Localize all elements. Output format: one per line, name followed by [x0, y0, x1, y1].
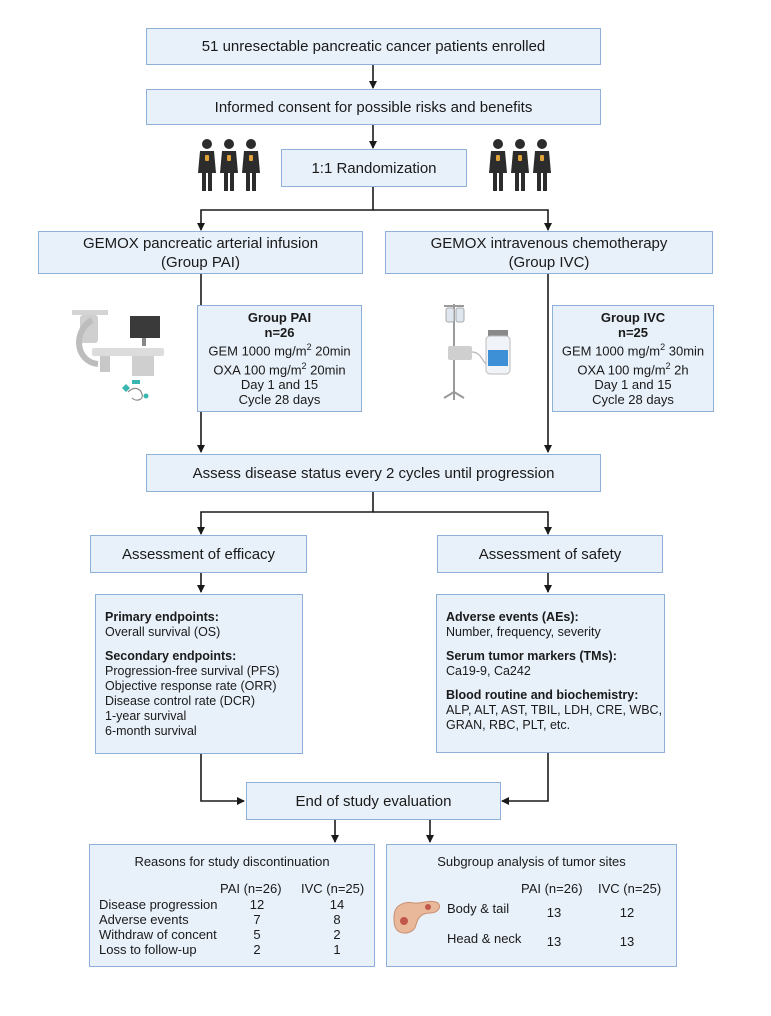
safety-detail-box: Adverse events (AEs): Number, frequency,…	[436, 594, 665, 753]
consent-text: Informed consent for possible risks and …	[214, 98, 533, 116]
primary-endpoints-heading: Primary endpoints:	[105, 610, 219, 624]
patients-icon	[198, 139, 260, 191]
assess-box: Assess disease status every 2 cycles unt…	[146, 454, 601, 492]
catheter-icon	[122, 380, 149, 401]
subgroup-col-pai: PAI (n=26)	[521, 881, 583, 896]
discontinuation-row-ivc: 1	[333, 942, 341, 957]
pai-regimen-name: Group PAI	[247, 310, 312, 326]
pai-regimen-box: Group PAI n=26 GEM 1000 mg/m2 20min OXA …	[197, 305, 362, 412]
discontinuation-row-label: Withdraw of concent	[99, 927, 217, 942]
arrow-to-pai	[197, 186, 374, 231]
discontinuation-col-ivc: IVC (n=25)	[301, 881, 365, 896]
ivc-group-subtitle: (Group IVC)	[508, 253, 590, 271]
randomization-box: 1:1 Randomization	[281, 149, 467, 187]
pai-gem-dose: GEM 1000 mg/m2 20min	[208, 342, 351, 359]
ivc-regimen-box: Group IVC n=25 GEM 1000 mg/m2 30min OXA …	[552, 305, 714, 412]
subgroup-row-ivc: 13	[619, 934, 635, 949]
discontinuation-row-label: Adverse events	[99, 912, 189, 927]
pai-regimen-n: n=26	[264, 325, 295, 341]
efficacy-title: Assessment of efficacy	[121, 545, 276, 563]
discontinuation-row-pai: 2	[253, 942, 261, 957]
safety-header-box: Assessment of safety	[437, 535, 663, 573]
primary-endpoint-item: Overall survival (OS)	[105, 625, 221, 639]
secondary-endpoint-item: Objective response rate (ORR)	[105, 679, 277, 693]
subgroup-row-label: Head & neck	[447, 931, 522, 946]
randomization-text: 1:1 Randomization	[311, 159, 437, 177]
end-of-study-box: End of study evaluation	[246, 782, 501, 820]
discontinuation-row-ivc: 2	[333, 927, 341, 942]
assess-text: Assess disease status every 2 cycles unt…	[192, 464, 555, 482]
discontinuation-row-ivc: 14	[329, 897, 345, 912]
secondary-endpoint-item: Progression-free survival (PFS)	[105, 664, 280, 678]
discontinuation-row-pai: 12	[249, 897, 265, 912]
secondary-endpoints-heading: Secondary endpoints:	[105, 649, 237, 663]
ivc-regimen-n: n=25	[618, 325, 648, 341]
pai-days: Day 1 and 15	[240, 376, 319, 392]
blood-text-line: GRAN, RBC, PLT, etc.	[446, 718, 571, 732]
angiography-machine-icon	[72, 310, 164, 401]
secondary-endpoint-item: 1-year survival	[105, 709, 187, 723]
patients-icon	[489, 139, 551, 191]
ivc-gem-dose: GEM 1000 mg/m2 30min	[561, 342, 705, 359]
enrolled-box: 51 unresectable pancreatic cancer patien…	[146, 28, 601, 65]
pai-group-title: GEMOX pancreatic arterial infusion	[82, 234, 319, 252]
secondary-endpoint-item: 6-month survival	[105, 724, 197, 738]
ivc-cycle: Cycle 28 days	[592, 391, 674, 407]
arrow-efficacy-end	[200, 753, 245, 805]
discontinuation-col-pai: PAI (n=26)	[220, 881, 282, 896]
tm-heading: Serum tumor markers (TMs):	[446, 649, 617, 663]
drug-vial-icon	[485, 330, 511, 375]
ivc-oxa-dose: OXA 100 mg/m2 2h	[577, 360, 689, 377]
enrolled-text: 51 unresectable pancreatic cancer patien…	[201, 38, 546, 55]
discontinuation-title: Reasons for study discontinuation	[134, 854, 330, 869]
pai-cycle: Cycle 28 days	[238, 391, 321, 407]
ivc-group-box: GEMOX intravenous chemotherapy (Group IV…	[385, 231, 713, 274]
arrow-to-ivc	[373, 209, 552, 231]
subgroup-row-pai: 13	[546, 905, 562, 920]
subgroup-row-pai: 13	[546, 934, 562, 949]
arrow-to-efficacy	[197, 491, 374, 535]
discontinuation-row-label: Disease progression	[99, 897, 218, 912]
discontinuation-row-ivc: 8	[333, 912, 341, 927]
ivc-days: Day 1 and 15	[594, 376, 672, 392]
blood-text-line: ALP, ALT, AST, TBIL, LDH, CRE, WBC,	[446, 703, 663, 717]
pai-group-box: GEMOX pancreatic arterial infusion (Grou…	[38, 231, 363, 274]
discontinuation-row-pai: 5	[253, 927, 261, 942]
discontinuation-row-pai: 7	[253, 912, 261, 927]
discontinuation-box: Reasons for study discontinuation PAI (n…	[89, 844, 375, 967]
subgroup-box: Subgroup analysis of tumor sites PAI (n=…	[386, 844, 677, 967]
safety-title: Assessment of safety	[478, 545, 622, 563]
arrow-to-safety	[373, 511, 552, 535]
pancreas-icon	[393, 900, 441, 934]
efficacy-detail-box: Primary endpoints: Overall survival (OS)…	[95, 594, 303, 754]
iv-drip-stand-icon	[443, 304, 511, 400]
pai-oxa-dose: OXA 100 mg/m2 20min	[213, 360, 346, 377]
ivc-regimen-name: Group IVC	[600, 310, 666, 326]
blood-heading: Blood routine and biochemistry:	[446, 688, 639, 702]
pai-group-subtitle: (Group PAI)	[161, 253, 240, 271]
secondary-endpoint-item: Disease control rate (DCR)	[105, 694, 256, 708]
arrow-safety-end	[501, 752, 549, 805]
ivc-group-title: GEMOX intravenous chemotherapy	[430, 234, 668, 252]
consent-box: Informed consent for possible risks and …	[146, 89, 601, 125]
tm-text: Ca19-9, Ca242	[446, 664, 531, 678]
efficacy-header-box: Assessment of efficacy	[90, 535, 307, 573]
subgroup-row-label: Body & tail	[447, 901, 510, 916]
end-of-study-text: End of study evaluation	[295, 792, 452, 810]
ae-heading: Adverse events (AEs):	[446, 610, 579, 624]
subgroup-title: Subgroup analysis of tumor sites	[437, 854, 626, 869]
discontinuation-row-label: Loss to follow-up	[99, 942, 197, 957]
ae-text: Number, frequency, severity	[446, 625, 601, 639]
subgroup-row-ivc: 12	[619, 905, 635, 920]
subgroup-col-ivc: IVC (n=25)	[598, 881, 662, 896]
